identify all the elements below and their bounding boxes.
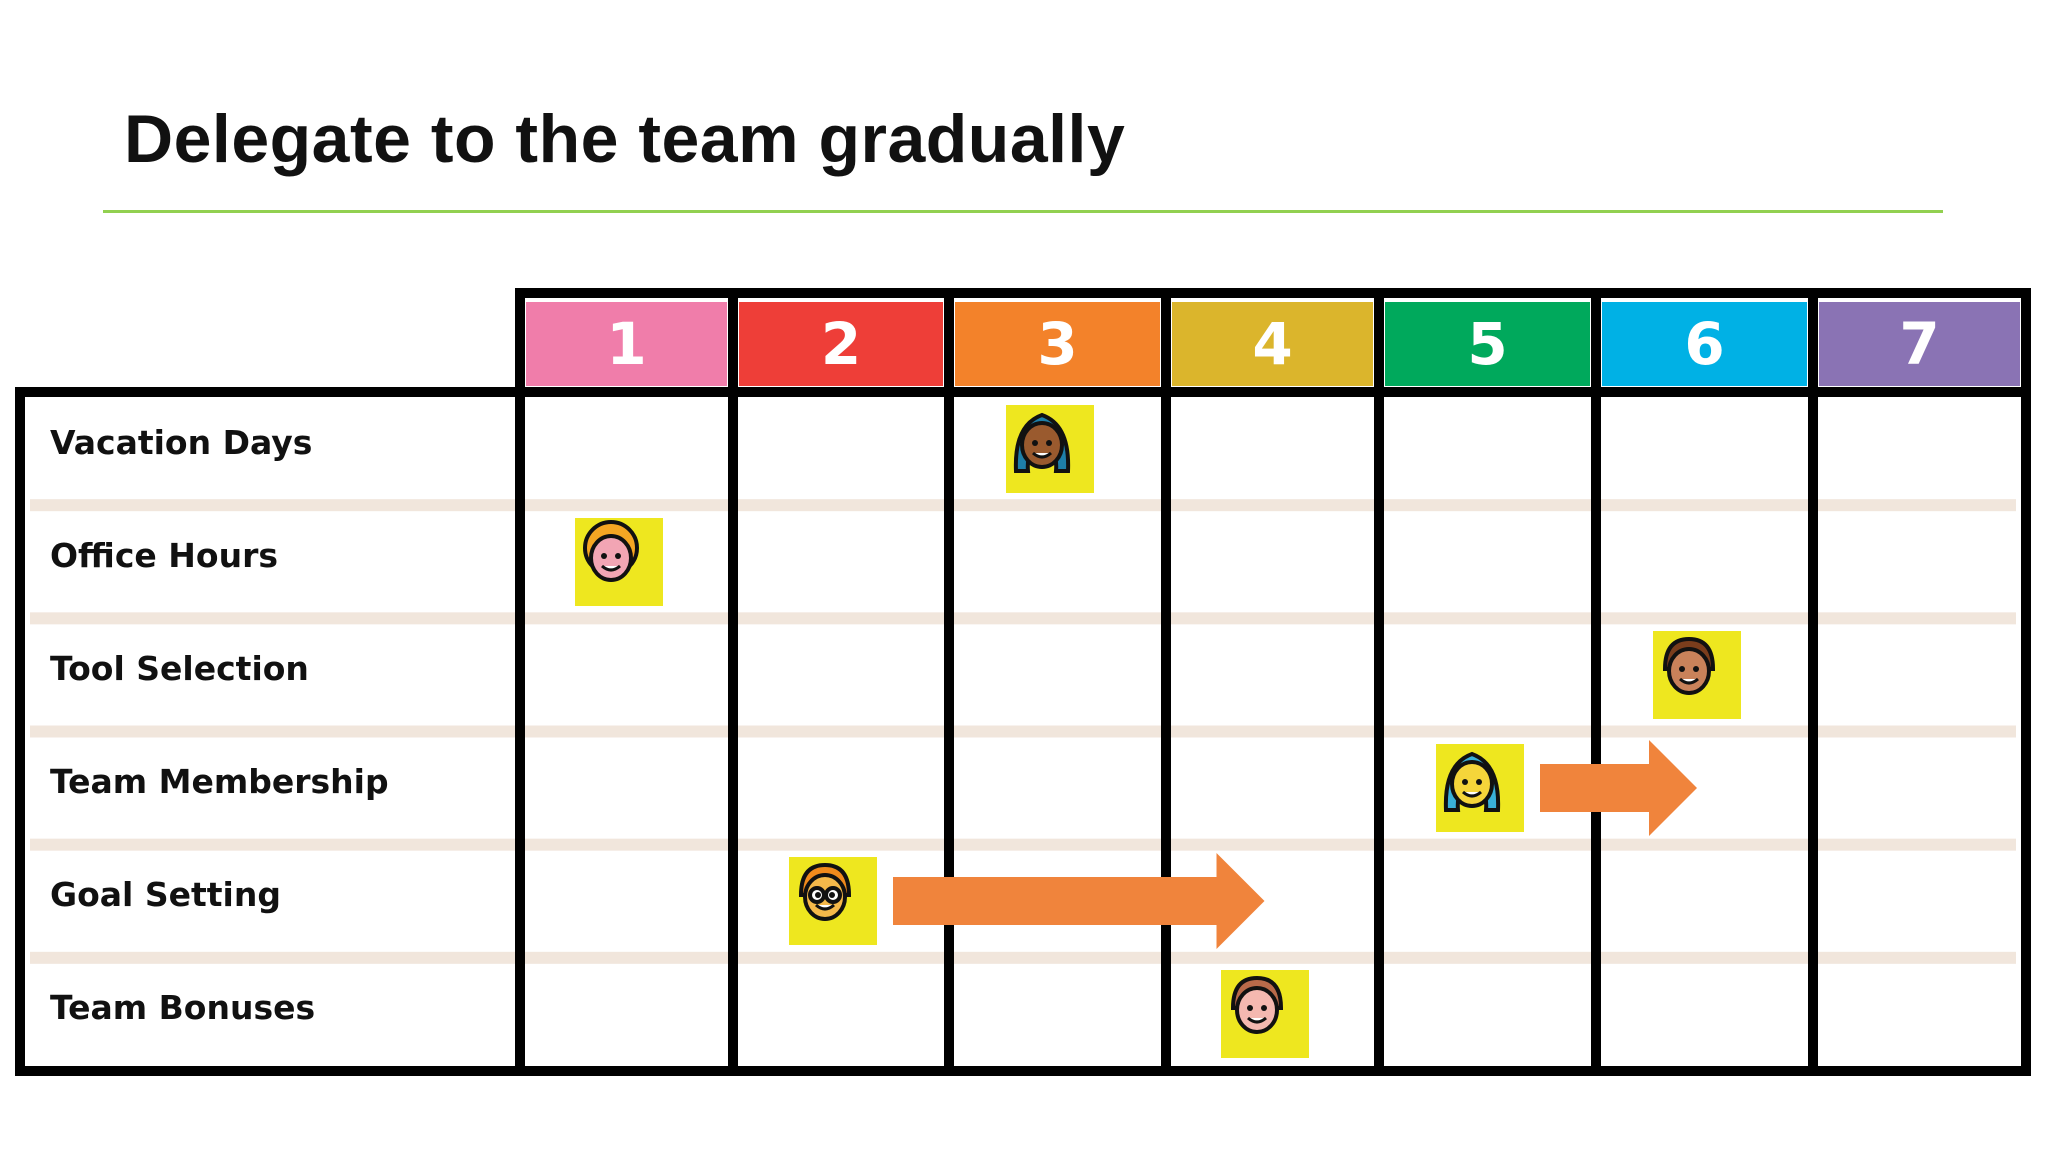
delegation-arrow	[893, 853, 1265, 950]
row-label-tool-selection: Tool Selection	[50, 648, 309, 688]
level-header-cell-7	[1819, 302, 2020, 386]
row-separator	[30, 838, 2016, 851]
level-header-4: 4	[1252, 310, 1293, 378]
level-header-5: 5	[1467, 310, 1508, 378]
person-side-hair-icon	[1220, 970, 1309, 1059]
row-separator	[30, 499, 2016, 512]
delegation-arrow	[1539, 740, 1697, 837]
row-label-vacation-days: Vacation Days	[50, 422, 313, 462]
level-header-6: 6	[1684, 310, 1725, 378]
person-smiling-icon	[1652, 630, 1741, 719]
person-curly-hair-icon	[574, 517, 663, 606]
level-header-3: 3	[1037, 310, 1078, 378]
row-separator	[30, 951, 2016, 964]
person-long-hair-blue-icon	[1435, 744, 1524, 833]
level-header-2: 2	[820, 310, 862, 378]
level-header-cell-6	[1602, 302, 1807, 386]
person-glasses-icon	[789, 857, 877, 946]
level-header-cell-1	[526, 302, 727, 386]
level-header-cell-4	[1172, 302, 1373, 386]
level-header-1: 1	[606, 310, 647, 378]
level-header-cell-5	[1385, 302, 1590, 386]
row-label-team-membership: Team Membership	[50, 762, 389, 802]
level-header-cell-2	[739, 302, 943, 386]
row-label-team-bonuses: Team Bonuses	[50, 988, 316, 1028]
level-header-cell-3	[955, 302, 1160, 386]
title-divider	[103, 210, 1943, 213]
level-header-7: 7	[1899, 310, 1940, 378]
row-label-office-hours: Office Hours	[50, 535, 278, 575]
row-separator	[30, 725, 2016, 738]
person-long-hair-dark-icon	[1005, 404, 1094, 493]
row-label-goal-setting: Goal Setting	[50, 875, 281, 915]
page-title: Delegate to the team gradually	[124, 101, 1126, 177]
row-separator	[30, 612, 2016, 625]
